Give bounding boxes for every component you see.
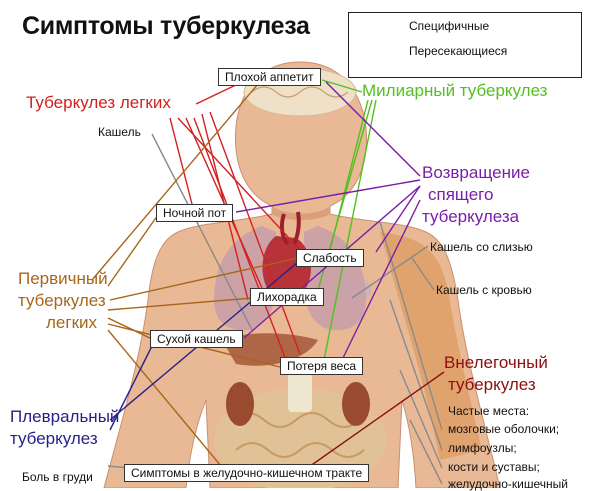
page-title: Симптомы туберкулеза	[22, 12, 310, 40]
connector-miliary-weight	[323, 99, 377, 361]
connector-extra-2-specific	[389, 299, 443, 451]
category-extrapulmonary-line-1: Внелегочный	[444, 353, 548, 372]
connector-primary-night	[107, 211, 161, 287]
extrapulmonary-site-1: мозговые оболочки;	[448, 422, 560, 436]
symptom-dry-cough: Сухой кашель	[150, 330, 243, 348]
connector-miliary-appetite	[321, 79, 363, 93]
category-pulmonary: Туберкулез легких	[26, 93, 171, 112]
connector-primary-weakness	[109, 257, 299, 301]
symptom-cough: Кашель	[98, 125, 141, 139]
spine	[288, 372, 312, 412]
connector-cough-specific	[151, 133, 253, 331]
connector-extrapulmonary	[295, 371, 445, 477]
brain-folds	[251, 86, 349, 98]
left-kidney	[226, 382, 254, 426]
category-miliary: Милиарный туберкулез	[362, 81, 548, 100]
category-reactivation: Возвращение спящего туберкулеза	[422, 162, 530, 228]
extrapulmonary-site-2: лимфоузлы;	[448, 441, 517, 455]
extrapulmonary-site-4: желудочно-кишечный	[448, 477, 568, 491]
connector-reactivation-chest	[341, 199, 421, 361]
connector-pulmonary-weight	[193, 117, 287, 361]
extrapulmonary-sites-heading: Частые места:	[448, 404, 530, 418]
intestine-coils	[231, 412, 365, 458]
extrapulmonary-site-3: кости и суставы;	[448, 460, 540, 474]
intestines	[214, 388, 386, 488]
symptom-appetite: Плохой аппетит	[218, 68, 321, 86]
category-pleural-line-2: туберкулез	[10, 429, 98, 448]
connector-pulmonary-weakness	[177, 117, 301, 251]
connector-pulmonary-blood	[209, 111, 301, 355]
symptom-gi: Симптомы в желудочно-кишечном тракте	[124, 464, 370, 482]
category-pleural-line-1: Плевральный	[10, 407, 120, 426]
connector-pulmonary-night-sweat	[169, 117, 193, 205]
connector-reactivation-night	[235, 179, 421, 213]
symptom-fever: Лихорадка	[250, 288, 324, 306]
symptom-chest-pain: Боль в груди	[22, 470, 93, 484]
legend: Специфичные Пересекающиеся	[348, 12, 582, 78]
connector-phlegm-specific	[351, 245, 429, 299]
connector-pleural-dry	[109, 345, 153, 431]
connector-primary-gi	[107, 329, 227, 473]
category-primary-line-1: Первичный	[18, 269, 108, 288]
connector-extra-1-specific	[379, 221, 443, 431]
connector-extra-3-specific	[399, 369, 443, 469]
connector-lines	[91, 79, 445, 485]
arm-muscles	[380, 232, 482, 460]
symptom-weakness: Слабость	[296, 249, 364, 267]
legend-overlapping-label: Пересекающиеся	[409, 44, 508, 58]
connector-reactivation-weakness	[375, 185, 421, 253]
connector-primary-appetite	[91, 83, 259, 281]
category-primary-line-2: туберкулез	[18, 291, 106, 310]
symptom-blood-cough: Кашель с кровью	[436, 283, 532, 297]
legend-specific-label: Специфичные	[409, 19, 490, 33]
connector-primary-dry	[107, 317, 155, 341]
neck-shading	[272, 206, 330, 220]
category-reactivation-line-2: спящего	[428, 185, 494, 204]
right-kidney	[342, 382, 370, 426]
symptom-night-sweat: Ночной пот	[156, 204, 234, 222]
connector-primary-fever	[107, 297, 253, 311]
category-pleural: Плевральный туберкулез	[10, 406, 119, 450]
category-reactivation-line-3: туберкулеза	[422, 207, 520, 226]
connector-reactivation-appetite	[325, 81, 421, 177]
category-reactivation-line-1: Возвращение	[422, 163, 530, 182]
symptom-phlegm-cough: Кашель со слизью	[430, 240, 533, 254]
symptom-weight-loss: Потеря веса	[280, 357, 364, 375]
category-extrapulmonary-line-2: туберкулез	[448, 375, 536, 394]
category-extrapulmonary: Внелегочный туберкулез	[444, 352, 548, 396]
connector-blood-specific	[411, 257, 435, 291]
connector-extra-4-specific	[409, 419, 443, 485]
category-primary-line-3: легких	[46, 313, 98, 332]
category-primary: Первичный туберкулез легких	[18, 268, 108, 334]
